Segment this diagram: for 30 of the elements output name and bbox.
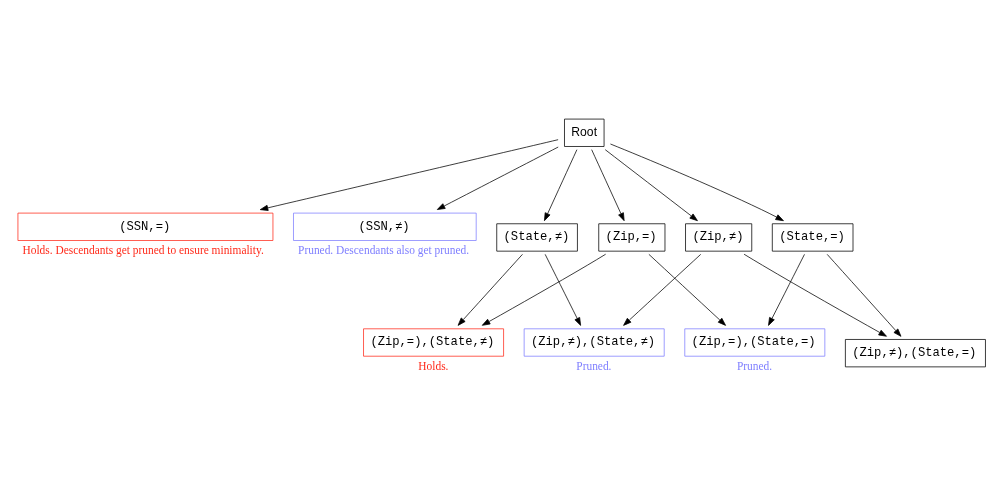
arrow	[436, 146, 559, 210]
node-box: Root	[564, 118, 605, 147]
arrow	[826, 253, 902, 337]
node-box: (SSN,≠)	[293, 212, 477, 241]
node-box: (Zip,≠),(State,=)	[845, 338, 986, 367]
arrow	[648, 253, 726, 326]
arrow	[481, 253, 607, 326]
node-box: (State,=)	[771, 222, 854, 252]
arrow	[604, 148, 698, 221]
node-box: (State,≠)	[496, 222, 578, 252]
arrow	[743, 253, 887, 337]
arrow	[768, 253, 805, 326]
arrow	[259, 138, 559, 211]
node-box: (Zip,=),(State,≠)	[363, 327, 504, 357]
node-box: (Zip,=)	[598, 222, 666, 252]
arrow	[544, 148, 578, 221]
node-box: (Zip,≠),(State,≠)	[523, 327, 665, 357]
node-label: Pruned.	[736, 359, 773, 372]
arrow	[591, 148, 625, 221]
arrow	[457, 253, 523, 326]
node-box: (Zip,=),(State,=)	[684, 327, 826, 357]
node-box: (Zip,≠)	[685, 222, 753, 252]
arrow	[610, 143, 784, 221]
arrow	[623, 253, 702, 326]
node-box: (SSN,=)	[17, 212, 274, 241]
node-label: Holds. Descendants get pruned to ensure minimality.	[22, 243, 264, 256]
node-label: Pruned. Descendants also get pruned.	[298, 243, 470, 256]
arrow	[544, 253, 582, 326]
node-label: Holds.	[418, 359, 449, 372]
node-label: Pruned.	[576, 359, 612, 372]
